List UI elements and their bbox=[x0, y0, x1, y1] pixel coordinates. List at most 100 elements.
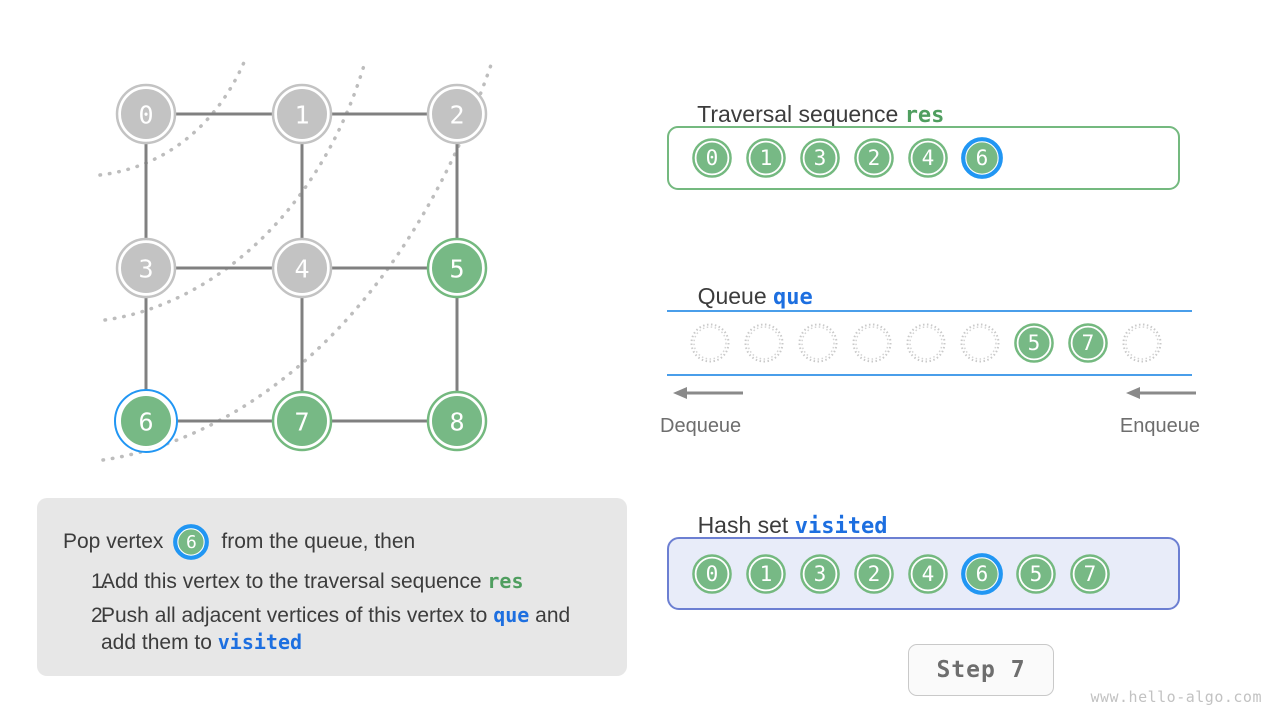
chip-circle bbox=[692, 553, 732, 594]
graph-panel: 0 1 2 3 4 5 6 7 8 bbox=[0, 0, 640, 480]
node-inner-ring bbox=[429, 86, 485, 142]
empty-slot-icon bbox=[690, 323, 730, 363]
explanation-steps-list: 1.Add this vertex to the traversal seque… bbox=[63, 568, 601, 657]
graph-node-label: 2 bbox=[449, 101, 464, 130]
node-outer-ring bbox=[271, 390, 333, 452]
chip-current: 6 bbox=[961, 137, 1003, 179]
visited-title-text: Hash set bbox=[697, 512, 795, 538]
chip-circle bbox=[800, 553, 840, 594]
graph-node-2[interactable]: 2 bbox=[426, 83, 488, 145]
graph-node-6[interactable]: 6 bbox=[114, 389, 178, 453]
explanation-step-number: 2. bbox=[91, 603, 109, 627]
chip-circle bbox=[961, 552, 1003, 595]
chip-filled: 3 bbox=[799, 137, 841, 179]
step-badge: Step 7 bbox=[908, 644, 1054, 696]
node-inner-ring bbox=[118, 240, 174, 296]
graph-node-5[interactable]: 5 bbox=[426, 237, 488, 299]
node-outer-ring bbox=[271, 237, 333, 299]
graph-node-label: 6 bbox=[138, 408, 153, 437]
chip-circle bbox=[746, 138, 786, 178]
chip-filled: 3 bbox=[799, 553, 841, 595]
explanation-line-1: Pop vertex 6 from the queue, then bbox=[63, 520, 601, 564]
chip-circle bbox=[908, 138, 948, 178]
queue-title-text: Queue bbox=[697, 283, 774, 309]
queue-slot-empty bbox=[959, 322, 1001, 364]
chip-current: 6 bbox=[173, 524, 210, 560]
explanation-step-item: 2.Push all adjacent vertices of this ver… bbox=[63, 602, 601, 657]
graph-node-1[interactable]: 1 bbox=[271, 83, 333, 145]
explanation-step-item: 1.Add this vertex to the traversal seque… bbox=[63, 568, 601, 596]
empty-slot-icon bbox=[1122, 323, 1162, 363]
explanation-box: Pop vertex 6 from the queue, then 1.Add … bbox=[37, 498, 627, 676]
queue-direction-arrows bbox=[667, 385, 1196, 401]
empty-slot-icon bbox=[960, 323, 1000, 363]
node-inner-ring bbox=[429, 240, 485, 296]
graph-node-8[interactable]: 8 bbox=[426, 390, 488, 452]
graph-node-4[interactable]: 4 bbox=[271, 237, 333, 299]
queue-slot-empty bbox=[905, 322, 947, 364]
graph-node-0[interactable]: 0 bbox=[115, 83, 177, 145]
visited-section-title: Hash set visited bbox=[672, 485, 888, 566]
chip-filled: 4 bbox=[907, 553, 949, 595]
node-outer-ring bbox=[271, 83, 333, 145]
chip-filled: 0 bbox=[691, 137, 733, 179]
node-outer-ring bbox=[426, 237, 488, 299]
empty-slot-icon bbox=[906, 323, 946, 363]
node-inner-ring bbox=[274, 86, 330, 142]
enqueue-label: Enqueue bbox=[1119, 415, 1200, 437]
graph-node-label: 7 bbox=[294, 408, 309, 437]
explanation-step-number: 1. bbox=[91, 570, 109, 593]
node-outer-ring bbox=[426, 390, 488, 452]
chip-circle bbox=[1016, 553, 1056, 594]
inline-code-token: visited bbox=[217, 630, 303, 655]
node-outer-ring bbox=[426, 83, 488, 145]
graph-node-label: 8 bbox=[449, 408, 464, 437]
current-vertex-chip: 6 bbox=[173, 523, 211, 561]
res-title-code: res bbox=[904, 103, 945, 128]
chip-filled: 7 bbox=[1067, 322, 1109, 364]
chip-filled: 5 bbox=[1015, 553, 1057, 595]
chip-filled: 1 bbox=[745, 553, 787, 595]
node-outer-ring bbox=[115, 237, 177, 299]
graph-svg: 0 1 2 3 4 5 6 7 8 bbox=[98, 58, 494, 462]
chip-filled: 1 bbox=[745, 137, 787, 179]
queue-slot-empty bbox=[689, 322, 731, 364]
chip-circle bbox=[961, 137, 1003, 179]
graph-node-7[interactable]: 7 bbox=[271, 390, 333, 452]
graph-node-label: 5 bbox=[449, 255, 464, 284]
res-section-title: Traversal sequence res bbox=[672, 74, 944, 155]
dequeue-arrow-icon bbox=[673, 387, 743, 399]
graph-node-label: 3 bbox=[138, 255, 153, 284]
queue-endpoint-labels: Dequeue Enqueue bbox=[660, 415, 1200, 443]
inline-code-token: que bbox=[493, 602, 530, 627]
chip-circle bbox=[1014, 323, 1054, 363]
node-outer-ring bbox=[115, 83, 177, 145]
chip-circle bbox=[800, 138, 840, 178]
node-inner-ring bbox=[118, 86, 174, 142]
wavefront-curve-2 bbox=[103, 60, 367, 322]
chip-filled: 2 bbox=[853, 137, 895, 179]
chip-circle bbox=[746, 553, 786, 594]
explanation-suffix: from the queue, then bbox=[221, 530, 416, 553]
empty-slot-icon bbox=[798, 323, 838, 363]
empty-slot-icon bbox=[852, 323, 892, 363]
node-inner-ring bbox=[274, 240, 330, 296]
node-highlight-ring bbox=[114, 389, 178, 453]
chip-circle bbox=[1070, 553, 1110, 594]
res-title-text: Traversal sequence bbox=[697, 101, 905, 127]
inline-code-token: res bbox=[487, 569, 524, 593]
chip-circle bbox=[908, 553, 948, 594]
empty-slot-icon bbox=[744, 323, 784, 363]
explanation-prefix: Pop vertex bbox=[63, 530, 164, 553]
graph-node-3[interactable]: 3 bbox=[115, 237, 177, 299]
chip-circle bbox=[692, 138, 732, 178]
chip-filled: 7 bbox=[1069, 553, 1111, 595]
chip-circle bbox=[854, 553, 894, 594]
queue-section-title: Queue que bbox=[672, 256, 813, 337]
